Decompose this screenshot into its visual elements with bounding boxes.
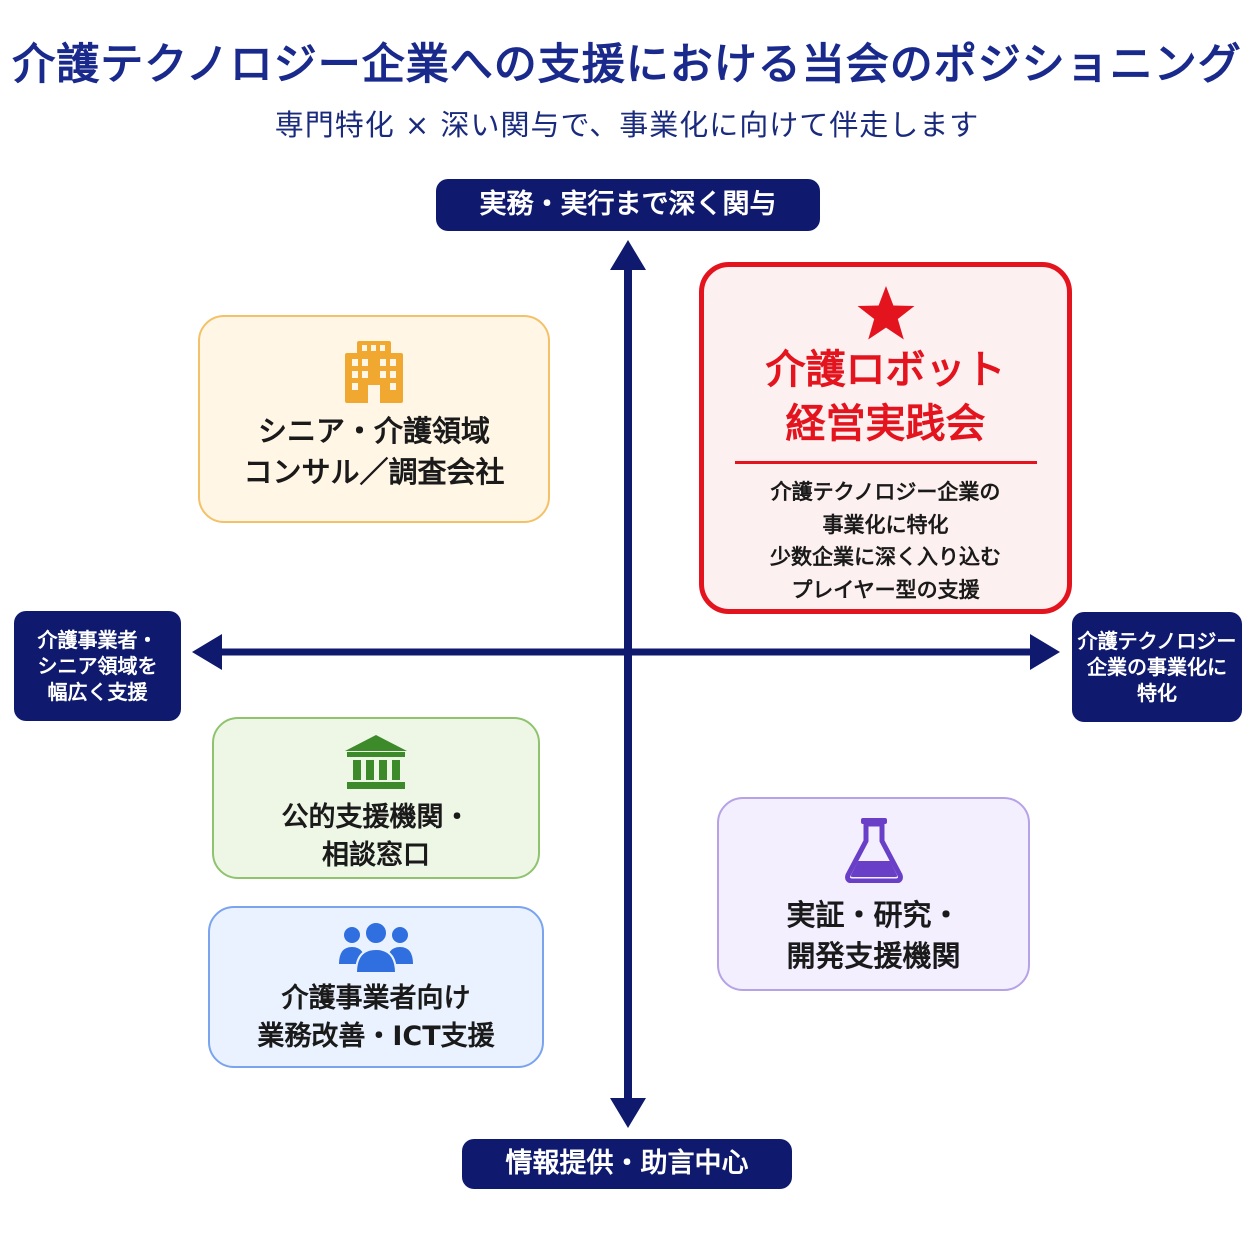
page-subtitle: 専門特化 × 深い関与で、事業化に向けて伴走します [274,108,980,142]
axis-label-left-line: 介護事業者・ [37,628,158,652]
star-icon [857,286,914,340]
people-icon [339,921,413,974]
page-title: 介護テクノロジー企業への支援における当会のポジショニング [12,40,1242,90]
card-public-support: 公的支援機関・ 相談窓口 [212,717,540,879]
axis-label-left-line: シニア領域を [37,654,158,678]
main-name-line: 経営実践会 [785,401,986,447]
axis-label-top: 実務・実行まで深く関与 [436,179,820,231]
card-consulting-line: シニア・介護領域 [257,414,490,448]
card-research: 実証・研究・ 開発支援機関 [717,797,1030,991]
axis-label-bottom: 情報提供・助言中心 [462,1139,792,1189]
card-consulting-line: コンサル／調査会社 [243,454,505,489]
left-arrow-head [192,634,222,670]
card-main-highlight: 介護ロボット 経営実践会 介護テクノロジー企業の 事業化に特化 少数企業に深く入… [699,262,1072,614]
building-icon [345,341,403,403]
card-public-support-line: 相談窓口 [322,839,430,871]
axis-label-right-line: 特化 [1137,681,1177,705]
main-name-line: 介護ロボット [765,347,1006,393]
right-arrow-head [1030,634,1060,670]
axis-label-right: 介護テクノロジー 企業の事業化に 特化 [1072,612,1242,722]
card-research-line: 実証・研究・ [786,898,961,932]
card-ict-support: 介護事業者向け 業務改善・ICT支援 [208,906,544,1068]
axis-label-right-line: 企業の事業化に [1087,655,1227,679]
card-ict-support-line: 介護事業者向け [281,983,471,1014]
main-desc-line: 事業化に特化 [822,512,949,537]
down-arrow-head [610,1098,646,1128]
axis-label-right-line: 介護テクノロジー [1077,629,1237,653]
main-desc-line: プレイヤー型の支援 [791,577,980,602]
main-divider [734,461,1037,464]
axis-label-left-line: 幅広く支援 [47,680,148,704]
up-arrow-head [610,240,646,270]
card-consulting: シニア・介護領域 コンサル／調査会社 [198,315,550,523]
card-ict-support-line: 業務改善・ICT支援 [257,1020,495,1052]
main-desc-line: 介護テクノロジー企業の [770,480,1001,504]
institution-icon [345,735,407,789]
axis-label-left: 介護事業者・ シニア領域を 幅広く支援 [14,611,181,721]
card-public-support-line: 公的支援機関・ [281,802,471,833]
flask-icon [844,818,903,883]
card-research-line: 開発支援機関 [786,938,961,973]
main-desc-line: 少数企業に深く入り込む [770,545,1001,570]
